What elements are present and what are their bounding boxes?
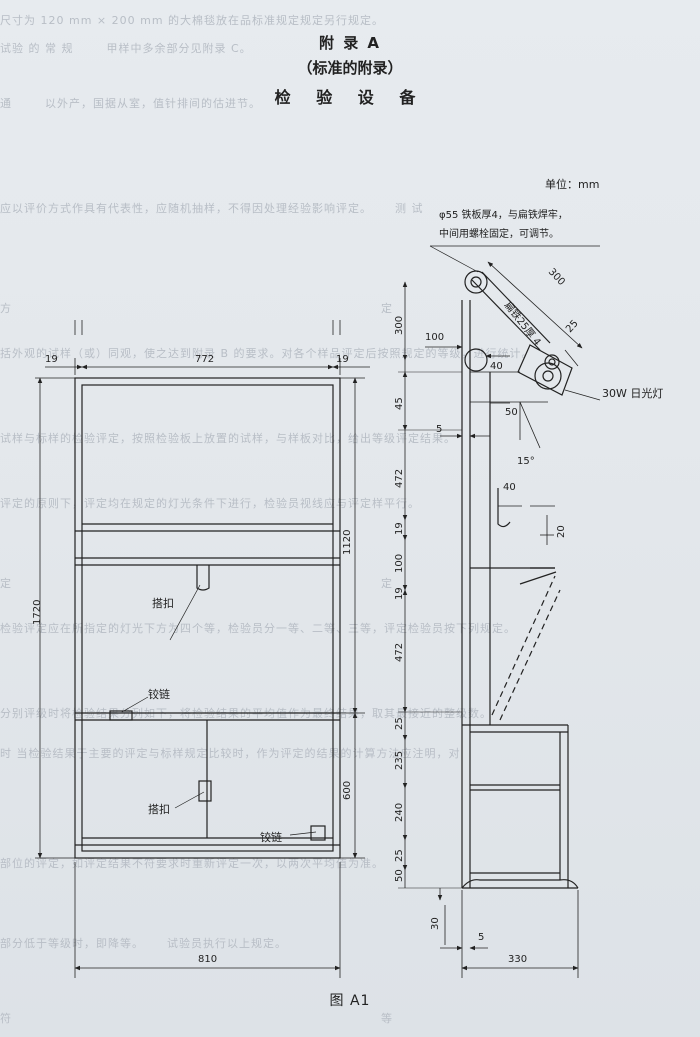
label-hasp: 搭扣	[148, 802, 170, 816]
bleed-through-line: 通 以外产，国据从室，值针排间的估进节。	[0, 97, 261, 110]
appendix-heading: 检 验 设 备	[274, 88, 426, 107]
dim-segment-472: 472	[394, 643, 405, 662]
bleed-through-line: 检验评定应在所指定的灯光下方为四个等，检验员分一等、二等、三等，评定检验员按下列…	[0, 622, 516, 635]
dim-lower-height: 600	[342, 781, 353, 800]
dim-segment-19: 19	[394, 587, 405, 600]
dim-segment-19: 19	[394, 522, 405, 535]
bleed-through-line: 试样与标样的检验评定，按照检验板上放置的试样，与样板对比，给出等级评定结果。	[0, 432, 456, 445]
dim-pivot: 40	[490, 361, 503, 372]
bleed-through-line: 时 当检验结果于主要的评定与标样规定比较时，作为评定的结果的计算方法应注明，对	[0, 747, 461, 760]
bleed-through-line: 部位的评定，如评定结果不符要求时重新评定一次，以两次平均值为准。	[0, 857, 384, 870]
plate-callout-line2: 中间用螺栓固定，可调节。	[439, 227, 559, 240]
bleed-through-line: 评定的原则下，评定均在规定的灯光条件下进行，检验员视线应与评定样平行。	[0, 497, 420, 510]
bleed-through-line: 括外观的试样（或）同观，使之达到附录 B 的要求。对各个样品评定后按照规定的等级…	[0, 347, 534, 360]
label-hinge: 铰链	[260, 830, 282, 844]
dim-foot-gap: 5	[478, 932, 484, 943]
dim-depth: 330	[508, 954, 527, 965]
label-hasp: 搭扣	[152, 596, 174, 610]
bleed-through-line: 尺寸为 120 mm × 200 mm 的大棉毯放在品标准规定规定另行规定。	[0, 14, 385, 27]
dim-frame-right: 19	[336, 354, 349, 365]
plate-callout-line1: φ55 铁板厚4，与扁铁焊牢，	[439, 208, 568, 221]
dim-hook-width: 40	[503, 482, 516, 493]
dim-bracket: 50	[505, 407, 518, 418]
dim-upper-height: 1120	[342, 530, 353, 555]
label-lamp: 30W 日光灯	[602, 386, 663, 400]
side-view	[398, 245, 601, 978]
dim-foot: 30	[430, 917, 441, 930]
bleed-through-line: 定 定	[0, 577, 393, 590]
dim-angle: 15°	[517, 456, 535, 467]
bleed-through-line: 试验 的 常 规 甲样中多余部分见附录 C。	[0, 42, 252, 55]
bleed-through-line: 部分低于等级时，即降等。 试验员执行以上规定。	[0, 937, 287, 950]
dim-arm-width: 25	[564, 318, 581, 335]
dim-segment-100: 100	[394, 554, 405, 573]
dim-segment-240: 240	[394, 803, 405, 822]
appendix-title: 附 录 A	[318, 34, 382, 52]
dim-segment-472: 472	[394, 469, 405, 488]
dim-inner-width: 772	[195, 354, 214, 365]
bleed-through-line: 符 等	[0, 1012, 393, 1025]
label-hinge: 铰链	[148, 687, 170, 701]
dim-gap: 5	[436, 424, 442, 435]
label-arm: 扁铁25厚 4	[502, 299, 544, 348]
front-view	[35, 320, 370, 978]
appendix-subtitle: （标准的附录）	[297, 59, 403, 77]
unit-label: 单位：mm	[545, 177, 599, 191]
dim-hook-drop: 20	[556, 525, 567, 538]
dim-total-height: 1720	[32, 600, 43, 625]
dim-arm-length: 300	[546, 267, 567, 288]
bleed-through-line: 应以评价方式作具有代表性，应随机抽样，不得因处理经验影响评定。 测 试	[0, 202, 424, 215]
figure-caption: 图 A1	[329, 993, 371, 1009]
dim-total-width: 810	[198, 954, 217, 965]
dim-segment-50: 50	[394, 869, 405, 882]
dim-top-offset: 300	[394, 316, 405, 335]
dim-segment-45: 45	[394, 397, 405, 410]
dim-segment-25b: 25	[394, 849, 405, 862]
dim-arm-offset: 100	[425, 332, 444, 343]
bleed-through-line: 方 定	[0, 302, 393, 315]
dim-segment-25: 25	[394, 717, 405, 730]
dim-segment-235: 235	[394, 751, 405, 770]
dim-frame-left: 19	[45, 354, 58, 365]
